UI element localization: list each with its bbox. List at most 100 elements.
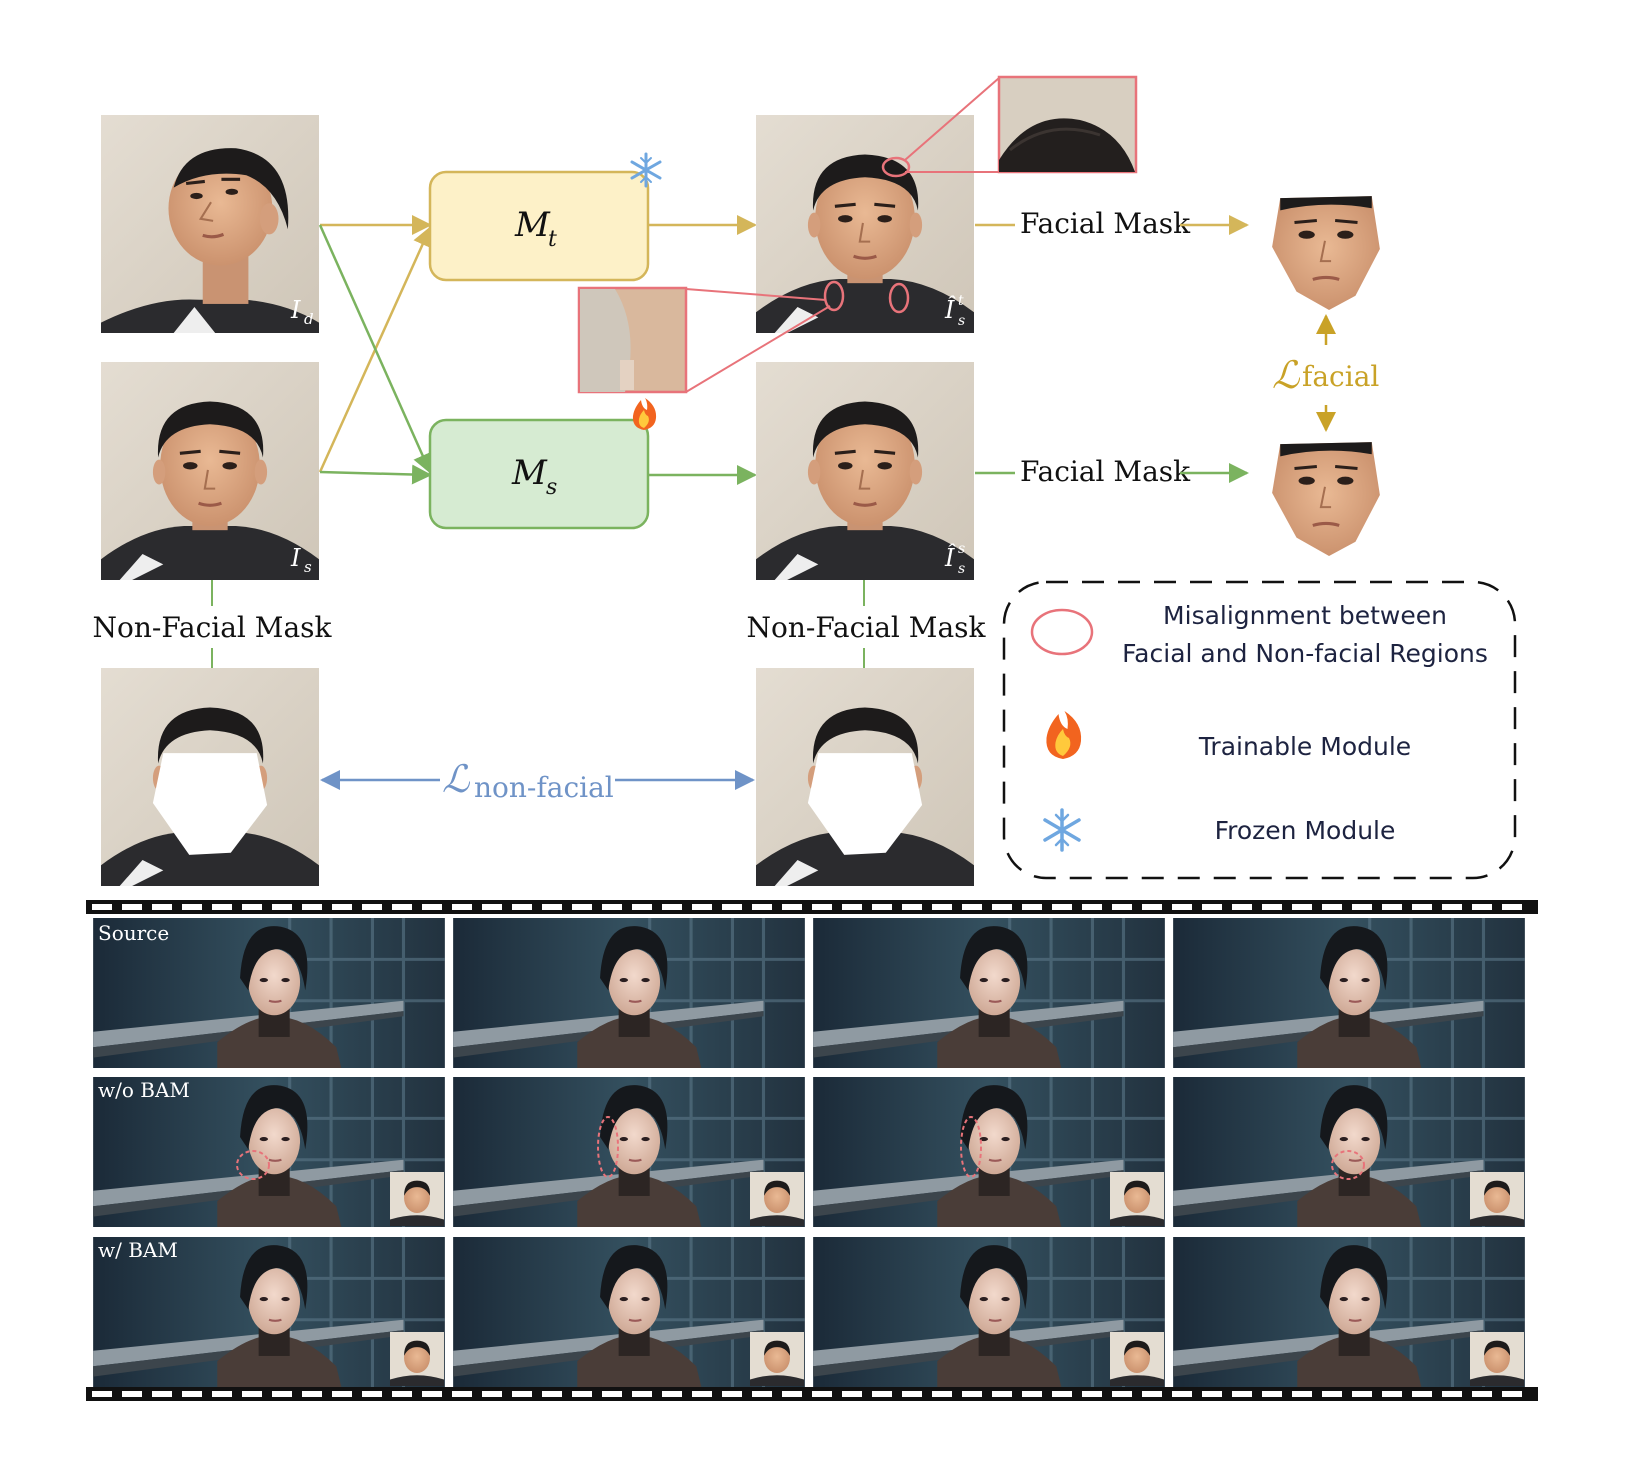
film-perforation bbox=[1442, 1391, 1462, 1397]
arrow-source-to-ms bbox=[319, 464, 432, 485]
film-perforation bbox=[1082, 1391, 1102, 1397]
zoom-inset-neck bbox=[577, 286, 831, 394]
zoom-inset-hair bbox=[904, 75, 1138, 174]
film-perforation bbox=[572, 904, 592, 910]
film-perforation bbox=[1472, 1391, 1492, 1397]
legend-frozen-label: Frozen Module bbox=[1215, 816, 1396, 845]
film-perforation bbox=[92, 1391, 112, 1397]
film-perforation bbox=[362, 1391, 382, 1397]
output-teacher-label-sub: s bbox=[958, 313, 965, 329]
film-perforation bbox=[722, 904, 742, 910]
module-teacher-label: M bbox=[514, 205, 551, 245]
film-perforation bbox=[1112, 1391, 1132, 1397]
film-perforation bbox=[1262, 904, 1282, 910]
driving-image-label: I bbox=[290, 296, 301, 324]
film-perforation bbox=[1502, 904, 1522, 910]
driving-inset bbox=[1110, 1172, 1164, 1226]
film-perforation bbox=[1172, 1391, 1192, 1397]
film-perforation bbox=[632, 904, 652, 910]
film-perforation bbox=[512, 904, 532, 910]
film-perforation bbox=[1232, 1391, 1252, 1397]
film-perforation bbox=[782, 1391, 802, 1397]
film-perforation bbox=[332, 904, 352, 910]
output-student-label-sub: s bbox=[958, 561, 965, 577]
film-frame bbox=[813, 1077, 1165, 1227]
driving-inset bbox=[750, 1332, 804, 1386]
non-facial-mask-right-label: Non-Facial Mask bbox=[747, 611, 987, 644]
module-student-label-sub: s bbox=[546, 475, 557, 500]
film-perforation bbox=[992, 904, 1012, 910]
film-perforation bbox=[812, 904, 832, 910]
misalignment-circle bbox=[236, 1150, 270, 1180]
module-teacher-label-sub: t bbox=[548, 227, 557, 252]
output-teacher-image: Î s t bbox=[756, 115, 974, 333]
film-perforation bbox=[122, 1391, 142, 1397]
film-perforation bbox=[392, 904, 412, 910]
film-perforation bbox=[182, 1391, 202, 1397]
film-perforation bbox=[812, 1391, 832, 1397]
film-perforation bbox=[1382, 904, 1402, 910]
film-perforation bbox=[572, 1391, 592, 1397]
film-perforation bbox=[332, 1391, 352, 1397]
film-perforation bbox=[722, 1391, 742, 1397]
output-student-image: Î s s bbox=[756, 362, 974, 580]
film-perforation bbox=[662, 904, 682, 910]
legend-fire-icon bbox=[1046, 711, 1082, 759]
film-perforation bbox=[1352, 904, 1372, 910]
film-perforation bbox=[632, 1391, 652, 1397]
facial-crop-student bbox=[1270, 440, 1382, 558]
misalignment-circle-hair bbox=[881, 156, 911, 178]
film-perforation bbox=[152, 1391, 172, 1397]
driving-image: I d bbox=[101, 115, 319, 333]
misalignment-circle-left bbox=[823, 280, 845, 312]
film-perforation bbox=[662, 1391, 682, 1397]
film-perforation bbox=[452, 1391, 472, 1397]
film-perforation bbox=[122, 904, 142, 910]
film-perforation bbox=[1142, 904, 1162, 910]
film-frame bbox=[1173, 1077, 1525, 1227]
film-perforation bbox=[302, 1391, 322, 1397]
film-perforation bbox=[212, 904, 232, 910]
film-frame bbox=[813, 1237, 1165, 1387]
output-teacher-label-sup: t bbox=[958, 293, 964, 309]
film-perforation bbox=[92, 904, 112, 910]
film-frame bbox=[93, 1077, 445, 1227]
source-non-facial-image bbox=[101, 668, 319, 886]
film-perforation bbox=[752, 904, 772, 910]
source-image: I s bbox=[101, 362, 319, 580]
facial-mask-top-label: Facial Mask bbox=[1020, 207, 1191, 240]
film-perforation bbox=[1502, 1391, 1522, 1397]
film-perforation bbox=[962, 904, 982, 910]
misalignment-circle bbox=[960, 1116, 982, 1178]
facial-mask-bottom-label: Facial Mask bbox=[1020, 455, 1191, 488]
film-perforation bbox=[422, 1391, 442, 1397]
film-perforation bbox=[1262, 1391, 1282, 1397]
driving-inset bbox=[1470, 1332, 1524, 1386]
film-frame bbox=[453, 1077, 805, 1227]
film-perforation bbox=[1442, 904, 1462, 910]
film-perforation bbox=[842, 1391, 862, 1397]
film-perforation bbox=[152, 904, 172, 910]
film-perforation bbox=[1112, 904, 1132, 910]
film-perforation bbox=[782, 904, 802, 910]
film-perforation bbox=[752, 1391, 772, 1397]
misalignment-circle bbox=[1331, 1150, 1365, 1180]
film-perforation bbox=[1052, 904, 1072, 910]
film-perforation bbox=[1412, 1391, 1432, 1397]
film-perforation bbox=[692, 904, 712, 910]
source-image-label-sub: s bbox=[304, 558, 312, 576]
film-perforation bbox=[1232, 904, 1252, 910]
non-facial-mask-left-label: Non-Facial Mask bbox=[93, 611, 333, 644]
row-label-source: Source bbox=[98, 921, 169, 945]
film-perforation bbox=[1202, 1391, 1222, 1397]
output-non-facial-image bbox=[756, 668, 974, 886]
legend-misalignment-line2: Facial and Non-facial Regions bbox=[1122, 639, 1488, 668]
output-student-label-sup: s bbox=[958, 541, 965, 557]
film-frame bbox=[1173, 1237, 1525, 1387]
film-perforation bbox=[272, 1391, 292, 1397]
module-student-label: M bbox=[511, 453, 548, 493]
film-perforation bbox=[1022, 904, 1042, 910]
film-frame bbox=[453, 918, 805, 1068]
film-perforation bbox=[1292, 904, 1312, 910]
